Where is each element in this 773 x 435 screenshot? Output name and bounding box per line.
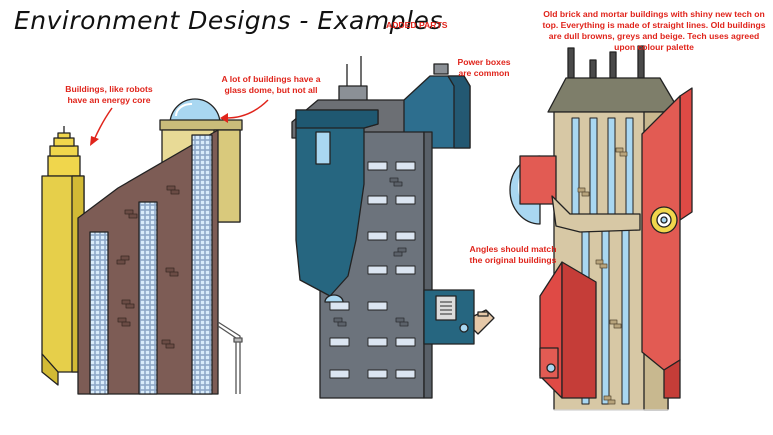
note-brick-mortar: Old brick and mortar buildings with shin… <box>542 9 766 52</box>
added-parts-label: ADDED PARTS <box>386 20 448 30</box>
building-1-windows <box>89 134 213 395</box>
note-angles: Angles should match the original buildin… <box>469 244 557 265</box>
exposed-bricks <box>116 185 180 349</box>
building-1 <box>41 98 243 395</box>
roof-3 <box>547 77 681 113</box>
glass-dome <box>169 98 221 125</box>
building-3 <box>509 45 693 411</box>
energy-core-chimney <box>47 126 81 177</box>
building-3-bricks <box>577 147 628 405</box>
tech-pod <box>295 109 379 303</box>
power-box-top <box>403 75 471 149</box>
building-2-bricks <box>333 177 409 327</box>
building-2-windows <box>329 161 416 379</box>
page-title: Environment Designs - Examples <box>14 6 443 35</box>
note-energy-core: Buildings, like robots have an energy co… <box>65 84 153 105</box>
red-tech-left <box>519 155 641 399</box>
note-glass-dome: A lot of buildings have a glass dome, bu… <box>221 74 321 95</box>
building-2 <box>291 56 495 399</box>
note-power-boxes: Power boxes are common <box>457 57 511 78</box>
side-power-box <box>423 289 495 345</box>
red-tech-right <box>641 87 693 399</box>
drain-pipe <box>217 321 243 394</box>
